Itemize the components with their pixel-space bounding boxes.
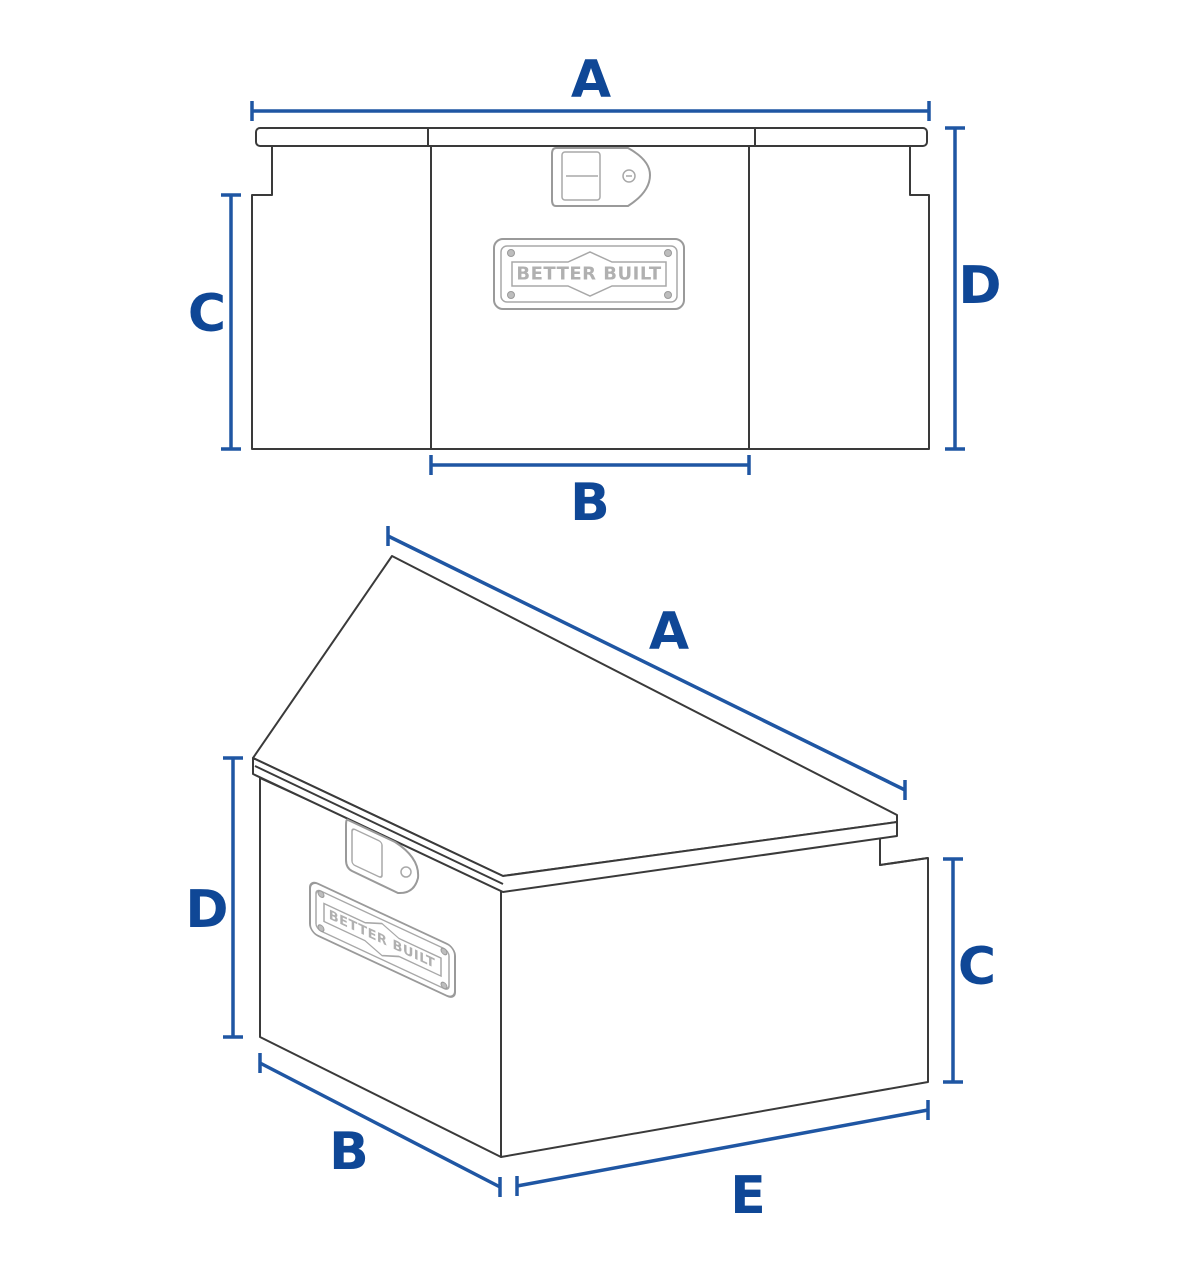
front-lid: [255, 127, 928, 147]
dimension-a-front: A: [250, 50, 931, 121]
dimension-b-iso: B: [258, 1053, 502, 1197]
dimension-d-iso: D: [185, 756, 243, 1039]
iso-lid-edge-line: [254, 765, 504, 885]
iso-latch-icon: [345, 818, 420, 895]
label-c-front: C: [188, 284, 226, 344]
label-a-iso: A: [649, 602, 689, 662]
label-e-iso: E: [730, 1166, 766, 1226]
dimension-d-front: D: [945, 126, 1002, 451]
dimension-c-iso: C: [943, 857, 996, 1084]
brand-plate-text: BETTER BUILT: [516, 264, 661, 285]
dimension-a-iso: A: [386, 526, 907, 800]
label-b-front: B: [570, 473, 610, 533]
latch-icon: [551, 147, 652, 207]
dimension-e-iso: E: [515, 1100, 930, 1226]
dimension-c-front: C: [188, 193, 241, 451]
label-c-iso: C: [958, 937, 996, 997]
label-d-front: D: [958, 256, 1001, 316]
label-a-front: A: [571, 50, 611, 110]
front-box-body: [251, 146, 930, 450]
brand-plate: BETTER BUILT: [493, 238, 685, 310]
label-d-iso: D: [185, 880, 228, 940]
label-b-iso: B: [329, 1122, 369, 1182]
isometric-view: BETTER BUILT A D C B: [185, 526, 996, 1226]
front-view: BETTER BUILT A B C D: [188, 50, 1002, 533]
dimension-b-front: B: [429, 455, 751, 533]
iso-notch: [879, 833, 929, 866]
iso-lid-edge: [252, 757, 898, 893]
